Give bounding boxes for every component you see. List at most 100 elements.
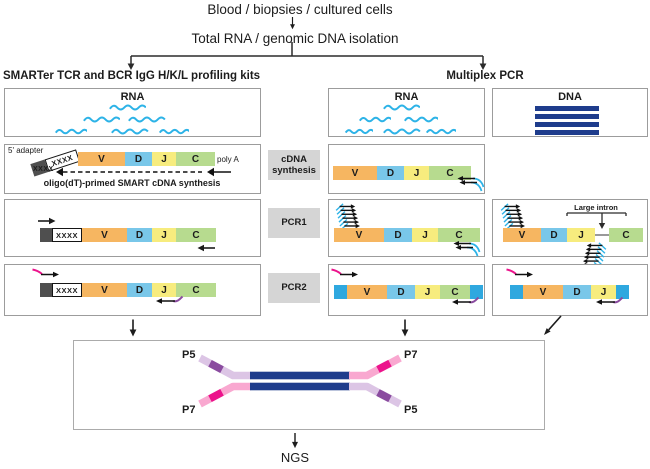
segment-j: J	[591, 285, 616, 299]
arrow-down-icon	[289, 17, 296, 30]
source-title: Blood / biopsies / cultured cells	[207, 2, 393, 17]
rt-primer-seq: XXXX	[33, 166, 54, 173]
rna-squiggle	[382, 128, 421, 135]
reverse-primer-icon	[197, 244, 215, 252]
indexed-forward-primer-icon	[330, 268, 359, 279]
segment-d: D	[387, 285, 415, 299]
reverse-primer-icon	[452, 241, 481, 257]
library-construct	[198, 354, 402, 408]
segment-d: D	[127, 283, 152, 297]
multiplex-rna-label: RNA	[394, 91, 419, 103]
dna-strand	[535, 122, 599, 127]
segment-d: D	[384, 228, 412, 242]
cdna-caption: oligo(dT)-primed SMART cDNA synthesis	[43, 178, 221, 188]
pcr1-template-bar: XXXX V D J C	[40, 228, 216, 242]
indexed-forward-primer-icon	[31, 268, 60, 279]
step-pcr2-label: PCR2	[281, 282, 307, 294]
pcr2-template-bar: XXXX V D J C	[40, 283, 216, 297]
segment-j: J	[415, 285, 440, 299]
dna-strand	[535, 130, 599, 135]
adapter-seq-box: XXXX	[52, 228, 82, 242]
step-pcr1-label: PCR1	[281, 217, 307, 229]
segment-v: V	[334, 228, 384, 242]
rna-squiggle	[404, 116, 438, 123]
multiplex-cdna-bar: V D J C	[333, 166, 471, 180]
arrow-down-icon	[291, 433, 299, 449]
indexed-reverse-primer-icon	[595, 296, 624, 306]
adapter-seq-box: XXXX	[52, 283, 82, 297]
segment-c: C	[438, 228, 480, 242]
multiplex-rna-pcr2-bar: V D J C	[334, 285, 483, 299]
multiplex-rna-pcr1-bar: V D J C	[334, 228, 480, 242]
forward-primer-icon	[38, 217, 56, 225]
segment-d: D	[541, 228, 567, 242]
left-branch-heading: SMARTer TCR and BCR IgG H/K/L profiling …	[3, 70, 261, 82]
multiplex-dna-label: DNA	[558, 91, 582, 103]
dna-strand	[535, 106, 599, 111]
step-pcr2: PCR2	[268, 273, 320, 303]
large-intron-label: Large intron	[574, 203, 618, 212]
segment-v: V	[347, 285, 387, 299]
multiplex-dna-box	[492, 88, 648, 137]
p5-label-top-left: P5	[182, 349, 196, 361]
segment-c: C	[176, 228, 216, 242]
rna-squiggle	[111, 128, 149, 135]
rna-squiggle	[109, 104, 146, 111]
arrow-down-icon	[400, 319, 410, 338]
adapter-blue-block	[334, 285, 347, 299]
segment-c: C	[176, 152, 215, 166]
intron-gap-line	[595, 234, 609, 236]
segment-j: J	[404, 166, 429, 180]
rna-squiggle	[426, 129, 456, 134]
step-cdna-synthesis: cDNA synthesis	[268, 150, 320, 180]
segment-v: V	[523, 285, 563, 299]
multiplex-primer-stack-icon	[500, 203, 526, 229]
indexed-reverse-primer-icon	[451, 296, 480, 306]
cdna-vdjc-bar: V D J C	[78, 152, 215, 166]
adapter-gray-block	[40, 228, 52, 242]
adapter-blue-block	[470, 285, 483, 299]
segment-v: V	[82, 283, 127, 297]
first-strand-arrow	[56, 167, 231, 177]
rna-squiggle	[159, 129, 189, 134]
segment-v: V	[78, 152, 125, 166]
poly-a-label: poly A	[217, 155, 239, 164]
segment-j: J	[152, 152, 176, 166]
rna-squiggle	[83, 116, 120, 123]
step-cdna-line2: synthesis	[272, 165, 316, 176]
five-prime-adapter-label: 5' adapter	[8, 146, 44, 155]
right-branch-heading: Multiplex PCR	[446, 70, 524, 82]
branch-connector	[127, 42, 487, 70]
step-pcr1: PCR1	[268, 208, 320, 238]
isolation-title: Total RNA / genomic DNA isolation	[191, 31, 399, 46]
multiplex-dna-pcr2-bar: V D J	[510, 285, 629, 299]
step-cdna-line1: cDNA	[281, 153, 307, 165]
adapter-blue-block	[510, 285, 523, 299]
segment-v: V	[333, 166, 377, 180]
segment-j: J	[412, 228, 438, 242]
segment-c: C	[429, 166, 471, 180]
smarter-rna-box	[4, 88, 261, 137]
reverse-primer-icon	[456, 176, 485, 192]
p7-label-bottom-left: P7	[182, 404, 196, 416]
segment-d: D	[377, 166, 404, 180]
rna-squiggle	[359, 116, 391, 123]
p7-label-top-right: P7	[404, 349, 418, 361]
segment-j: J	[567, 228, 595, 242]
smarter-rna-label: RNA	[120, 91, 145, 103]
dna-strand	[535, 114, 599, 119]
adapter-gray-block	[40, 283, 52, 297]
segment-d: D	[125, 152, 152, 166]
segment-c: C	[609, 228, 643, 242]
segment-d: D	[563, 285, 591, 299]
segment-j: J	[152, 228, 176, 242]
p5-label-bottom-right: P5	[404, 404, 418, 416]
multiplex-dna-pcr1-bar: V D J C	[495, 228, 643, 242]
segment-c: C	[176, 283, 216, 297]
segment-d: D	[127, 228, 152, 242]
rna-squiggle	[345, 129, 373, 134]
rna-squiggle	[55, 128, 87, 135]
segment-v: V	[82, 228, 127, 242]
rna-squiggle	[127, 116, 166, 123]
